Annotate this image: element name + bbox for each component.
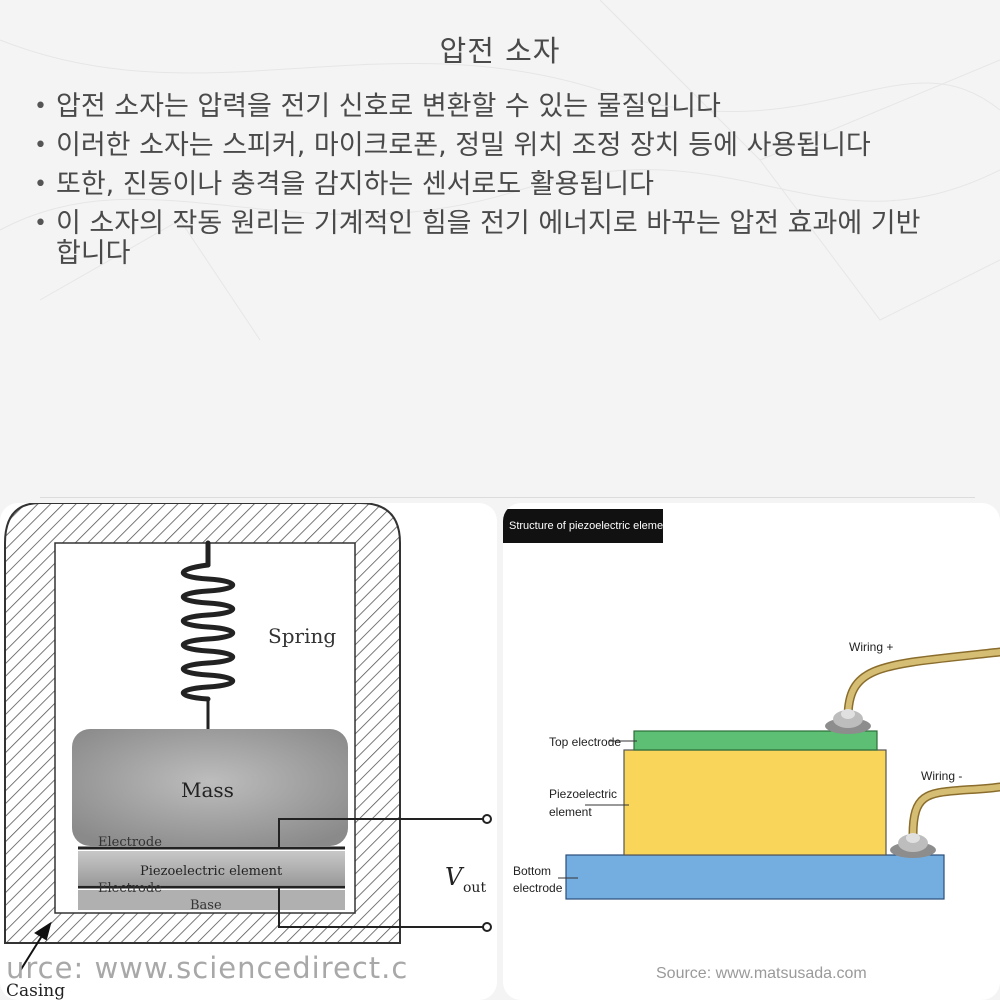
- figure-header-bar: [503, 509, 663, 543]
- mass-label: Mass: [181, 778, 234, 802]
- top-electrode-label: Top electrode: [549, 735, 621, 749]
- mass-block: [72, 729, 348, 846]
- piezo-label-line2: element: [549, 805, 592, 819]
- slide-title: 압전 소자: [439, 34, 561, 68]
- electrode-top-label: Electrode: [98, 835, 162, 850]
- piezo-structure-figure: Structure of piezoelectric element: [503, 503, 1000, 1000]
- base-label: Base: [190, 898, 222, 913]
- top-electrode: [633, 730, 878, 751]
- casing-label: Casing: [6, 981, 65, 1000]
- wiring: [843, 647, 1000, 840]
- figure-header: Structure of piezoelectric element: [509, 520, 672, 532]
- piezo-layer: [78, 851, 345, 885]
- bottom-electrode: [565, 854, 945, 900]
- piezo-element: [623, 749, 887, 856]
- accelerometer-figure: Spring Mass Electrode Piezoelectric elem…: [0, 503, 497, 1000]
- vout-subscript: out: [463, 880, 486, 896]
- bullet-item: 압전 소자는 압력을 전기 신호로 변환할 수 있는 물질입니다: [32, 92, 932, 123]
- piezo-label-line1: Piezoelectric: [549, 787, 617, 801]
- vout-label: V: [445, 863, 465, 891]
- divider: [40, 497, 975, 498]
- bullet-item: 이러한 소자는 스피커, 마이크로폰, 정밀 위치 조정 장치 등에 사용됩니다: [32, 131, 932, 162]
- spring: [181, 540, 235, 731]
- bullet-item: 이 소자의 작동 원리는 기계적인 힘을 전기 에너지로 바꾸는 압전 효과에 …: [32, 209, 932, 269]
- bottom-electrode-label-line2: electrode: [513, 881, 563, 895]
- piezo-label: Piezoelectric element: [140, 864, 283, 879]
- bottom-electrode-label-line1: Bottom: [513, 864, 551, 878]
- spring-label: Spring: [268, 624, 336, 648]
- source-caption: Source: www.matsusada.com: [656, 965, 867, 982]
- solder-joints: [825, 709, 936, 858]
- wiring-minus-label: Wiring -: [921, 769, 962, 783]
- source-watermark: urce: www.sciencedirect.c: [6, 951, 408, 985]
- bullet-item: 또한, 진동이나 충격을 감지하는 센서로도 활용됩니다: [32, 170, 932, 201]
- wiring-plus-label: Wiring +: [849, 640, 893, 654]
- electrode-bottom-label: Electrode: [98, 881, 162, 896]
- bullet-list: 압전 소자는 압력을 전기 신호로 변환할 수 있는 물질입니다 이러한 소자는…: [32, 92, 932, 278]
